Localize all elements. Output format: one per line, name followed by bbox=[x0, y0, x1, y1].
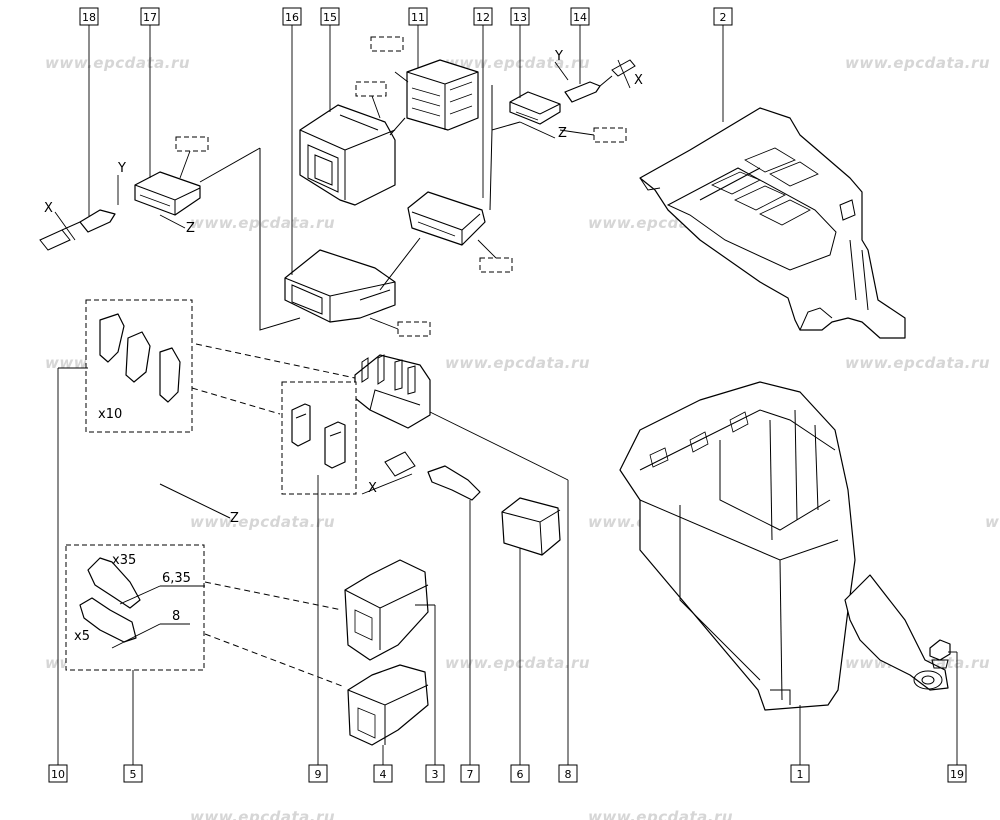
svg-text:15: 15 bbox=[323, 11, 337, 24]
svg-text:17: 17 bbox=[143, 11, 157, 24]
part-17-connector bbox=[134, 171, 201, 216]
svg-text:3: 3 bbox=[432, 768, 439, 781]
reference-box bbox=[479, 257, 513, 273]
quantity-x35: x35 bbox=[112, 553, 136, 568]
callout-5: 5 bbox=[123, 764, 143, 783]
callout-19: 19 bbox=[947, 764, 967, 783]
reference-box bbox=[370, 36, 404, 52]
watermark: www.epcdata.ru bbox=[445, 354, 590, 372]
callout-18: 18 bbox=[79, 7, 99, 26]
watermark-layer: www.epcdata.ru www.epcdata.ru www.epcdat… bbox=[45, 54, 1000, 820]
callout-14: 14 bbox=[570, 7, 590, 26]
part-2-lid bbox=[639, 107, 906, 339]
reference-box bbox=[355, 81, 387, 97]
part-19-bolt bbox=[929, 639, 951, 669]
axis-markers: X Y Z Y X Z X Z bbox=[44, 49, 643, 526]
quantity-x5: x5 bbox=[74, 629, 90, 644]
svg-text:4: 4 bbox=[380, 768, 387, 781]
svg-text:9: 9 bbox=[315, 768, 322, 781]
callout-4: 4 bbox=[373, 764, 393, 783]
size-8: 8 bbox=[172, 609, 180, 624]
svg-text:19: 19 bbox=[950, 768, 964, 781]
part-4-block bbox=[347, 664, 429, 746]
part-15-connector bbox=[299, 104, 396, 206]
leader-lines bbox=[57, 25, 958, 765]
callout-2: 2 bbox=[713, 7, 733, 26]
assembly-lines bbox=[159, 85, 521, 687]
quantity-x10: x10 bbox=[98, 407, 122, 422]
watermark: www.epcdata.ru bbox=[190, 214, 335, 232]
callout-17: 17 bbox=[140, 7, 160, 26]
axis-x-label: X bbox=[634, 73, 643, 88]
watermark: www.epcdata.ru bbox=[45, 54, 190, 72]
watermark: www.epcdata.ru bbox=[985, 513, 1000, 531]
svg-text:11: 11 bbox=[411, 11, 425, 24]
axis-y-label: Y bbox=[117, 161, 126, 176]
svg-text:13: 13 bbox=[513, 11, 527, 24]
svg-text:12: 12 bbox=[476, 11, 490, 24]
svg-text:5: 5 bbox=[130, 768, 137, 781]
part-5-terminals bbox=[79, 557, 141, 643]
part-12-connector bbox=[407, 191, 486, 246]
reference-boxes bbox=[175, 36, 627, 337]
svg-text:8: 8 bbox=[565, 768, 572, 781]
callout-13: 13 bbox=[510, 7, 530, 26]
svg-text:2: 2 bbox=[720, 11, 727, 24]
callout-9: 9 bbox=[308, 764, 328, 783]
callout-8: 8 bbox=[558, 764, 578, 783]
part-6-relay bbox=[501, 497, 561, 556]
svg-text:18: 18 bbox=[82, 11, 96, 24]
watermark: www.epcdata.ru bbox=[588, 808, 733, 820]
part-1-housing bbox=[619, 381, 949, 711]
watermark: www.epcdata.ru bbox=[190, 513, 335, 531]
svg-text:16: 16 bbox=[285, 11, 299, 24]
axis-z-label: Z bbox=[558, 126, 567, 141]
part-11-connector bbox=[406, 59, 479, 131]
part-9-relays bbox=[291, 403, 346, 469]
callout-10: 10 bbox=[48, 764, 68, 783]
axis-x-label: X bbox=[44, 201, 53, 216]
callout-11: 11 bbox=[408, 7, 428, 26]
part-7-terminal bbox=[384, 451, 481, 501]
part-13-connector bbox=[509, 91, 561, 125]
watermark: www.epcdata.ru bbox=[845, 54, 990, 72]
axis-z-label: Z bbox=[186, 221, 195, 236]
part-18-terminal bbox=[39, 209, 116, 251]
reference-box bbox=[175, 136, 209, 152]
watermark: www.epcdata.ru bbox=[445, 654, 590, 672]
dimension-labels: x10 x35 x5 6,35 8 bbox=[74, 407, 205, 649]
callout-3: 3 bbox=[425, 764, 445, 783]
part-10-terminals bbox=[99, 313, 181, 403]
part-3-block bbox=[344, 559, 429, 661]
callout-1: 1 bbox=[790, 764, 810, 783]
reference-box bbox=[593, 127, 627, 143]
svg-text:10: 10 bbox=[51, 768, 65, 781]
svg-text:14: 14 bbox=[573, 11, 587, 24]
part-14-terminal bbox=[564, 59, 636, 103]
watermark: www.epcdata.ru bbox=[445, 54, 590, 72]
callouts: 18 17 16 15 11 12 13 14 2 10 5 9 4 3 7 6… bbox=[48, 7, 967, 783]
part-8-block bbox=[354, 354, 431, 429]
axis-z-label: Z bbox=[230, 511, 239, 526]
reference-box bbox=[397, 321, 431, 337]
svg-text:6: 6 bbox=[517, 768, 524, 781]
callout-16: 16 bbox=[282, 7, 302, 26]
watermark: www.epcdata.ru bbox=[190, 808, 335, 820]
callout-7: 7 bbox=[460, 764, 480, 783]
svg-text:1: 1 bbox=[797, 768, 804, 781]
part-16-connector bbox=[284, 249, 396, 323]
size-6-35: 6,35 bbox=[162, 571, 191, 586]
axis-y-label: Y bbox=[554, 49, 563, 64]
callout-12: 12 bbox=[473, 7, 493, 26]
callout-6: 6 bbox=[510, 764, 530, 783]
callout-15: 15 bbox=[320, 7, 340, 26]
svg-text:7: 7 bbox=[467, 768, 474, 781]
watermark: www.epcdata.ru bbox=[845, 354, 990, 372]
axis-x-label: X bbox=[368, 481, 377, 496]
